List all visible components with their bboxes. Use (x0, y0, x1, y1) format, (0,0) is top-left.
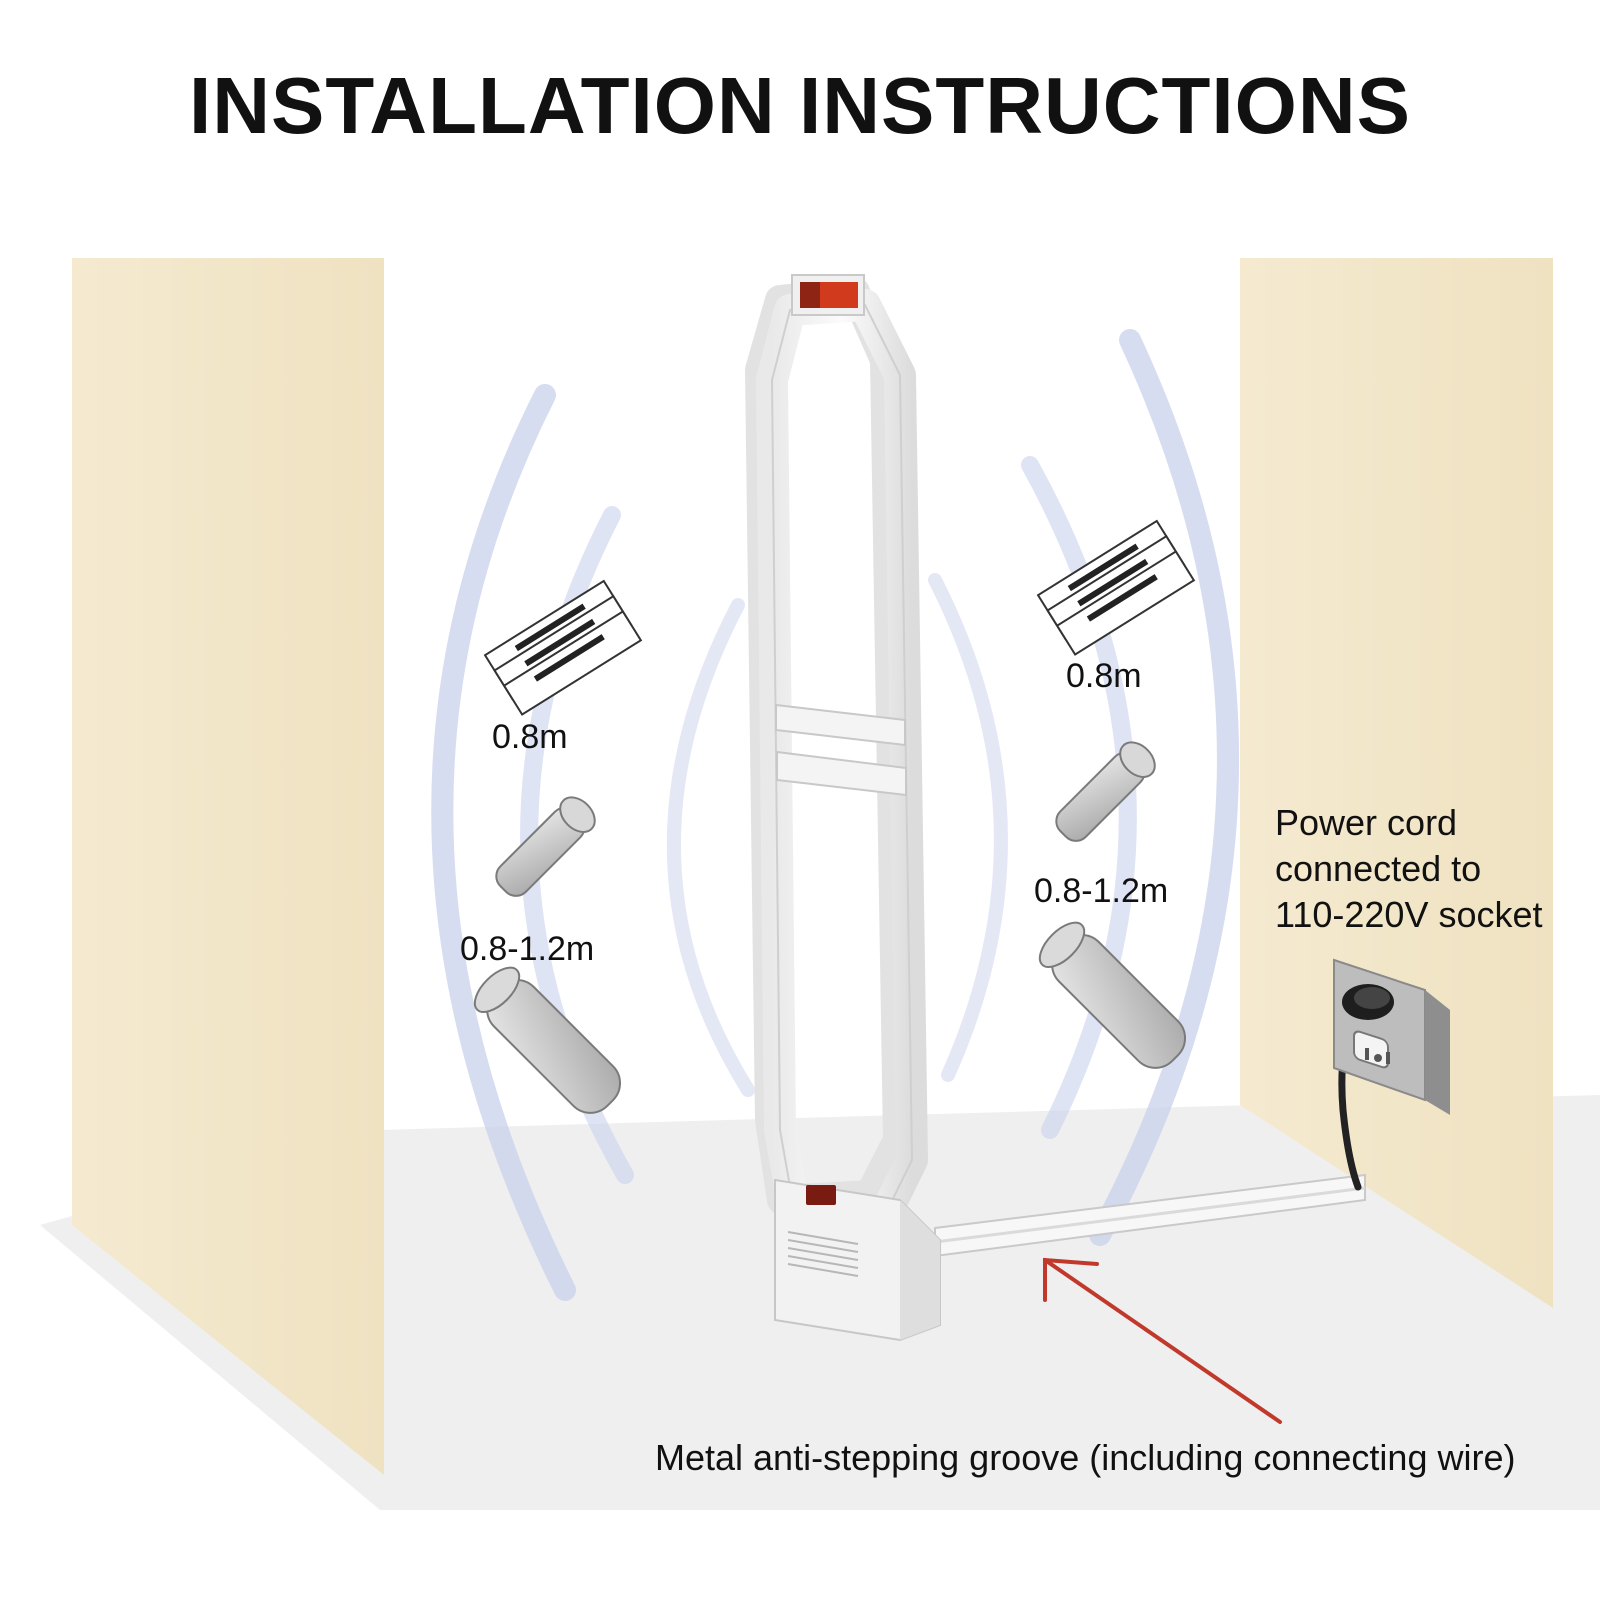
power-note-line-3: 110-220V socket (1275, 894, 1543, 935)
right-wall (1240, 258, 1553, 1308)
groove-pointer-arrow (1043, 1257, 1282, 1424)
detection-field-right (928, 329, 1239, 1246)
right-range-label-label-tag: 0.8m (1066, 657, 1142, 695)
base-indicator (806, 1185, 836, 1205)
pencil-tag-icon (1055, 741, 1156, 842)
left-range-label-label-tag: 0.8m (492, 718, 568, 756)
label-tags-icon (1036, 519, 1196, 656)
power-note-line-2: connected to (1275, 848, 1482, 889)
left-wall (72, 258, 384, 1475)
label-tags-icon (483, 579, 643, 716)
pencil-tag-icon (495, 796, 596, 897)
hard-tag-icon (1038, 921, 1187, 1069)
alarm-light-shade (800, 282, 820, 308)
power-note-line-1: Power cord (1275, 802, 1458, 843)
groove-note: Metal anti-stepping groove (including co… (655, 1437, 1516, 1478)
right-range-label-hard-tag: 0.8-1.2m (1034, 872, 1169, 910)
left-range-label-hard-tag: 0.8-1.2m (460, 930, 595, 968)
page-title: INSTALLATION INSTRUCTIONS (189, 61, 1411, 150)
hard-tag-icon (473, 966, 622, 1114)
plug-icon (1342, 984, 1394, 1020)
power-cord-note: Power cord connected to 110-220V socket (1275, 800, 1543, 938)
base-vent (787, 1231, 859, 1277)
eas-antenna-pedestal (745, 274, 941, 1342)
